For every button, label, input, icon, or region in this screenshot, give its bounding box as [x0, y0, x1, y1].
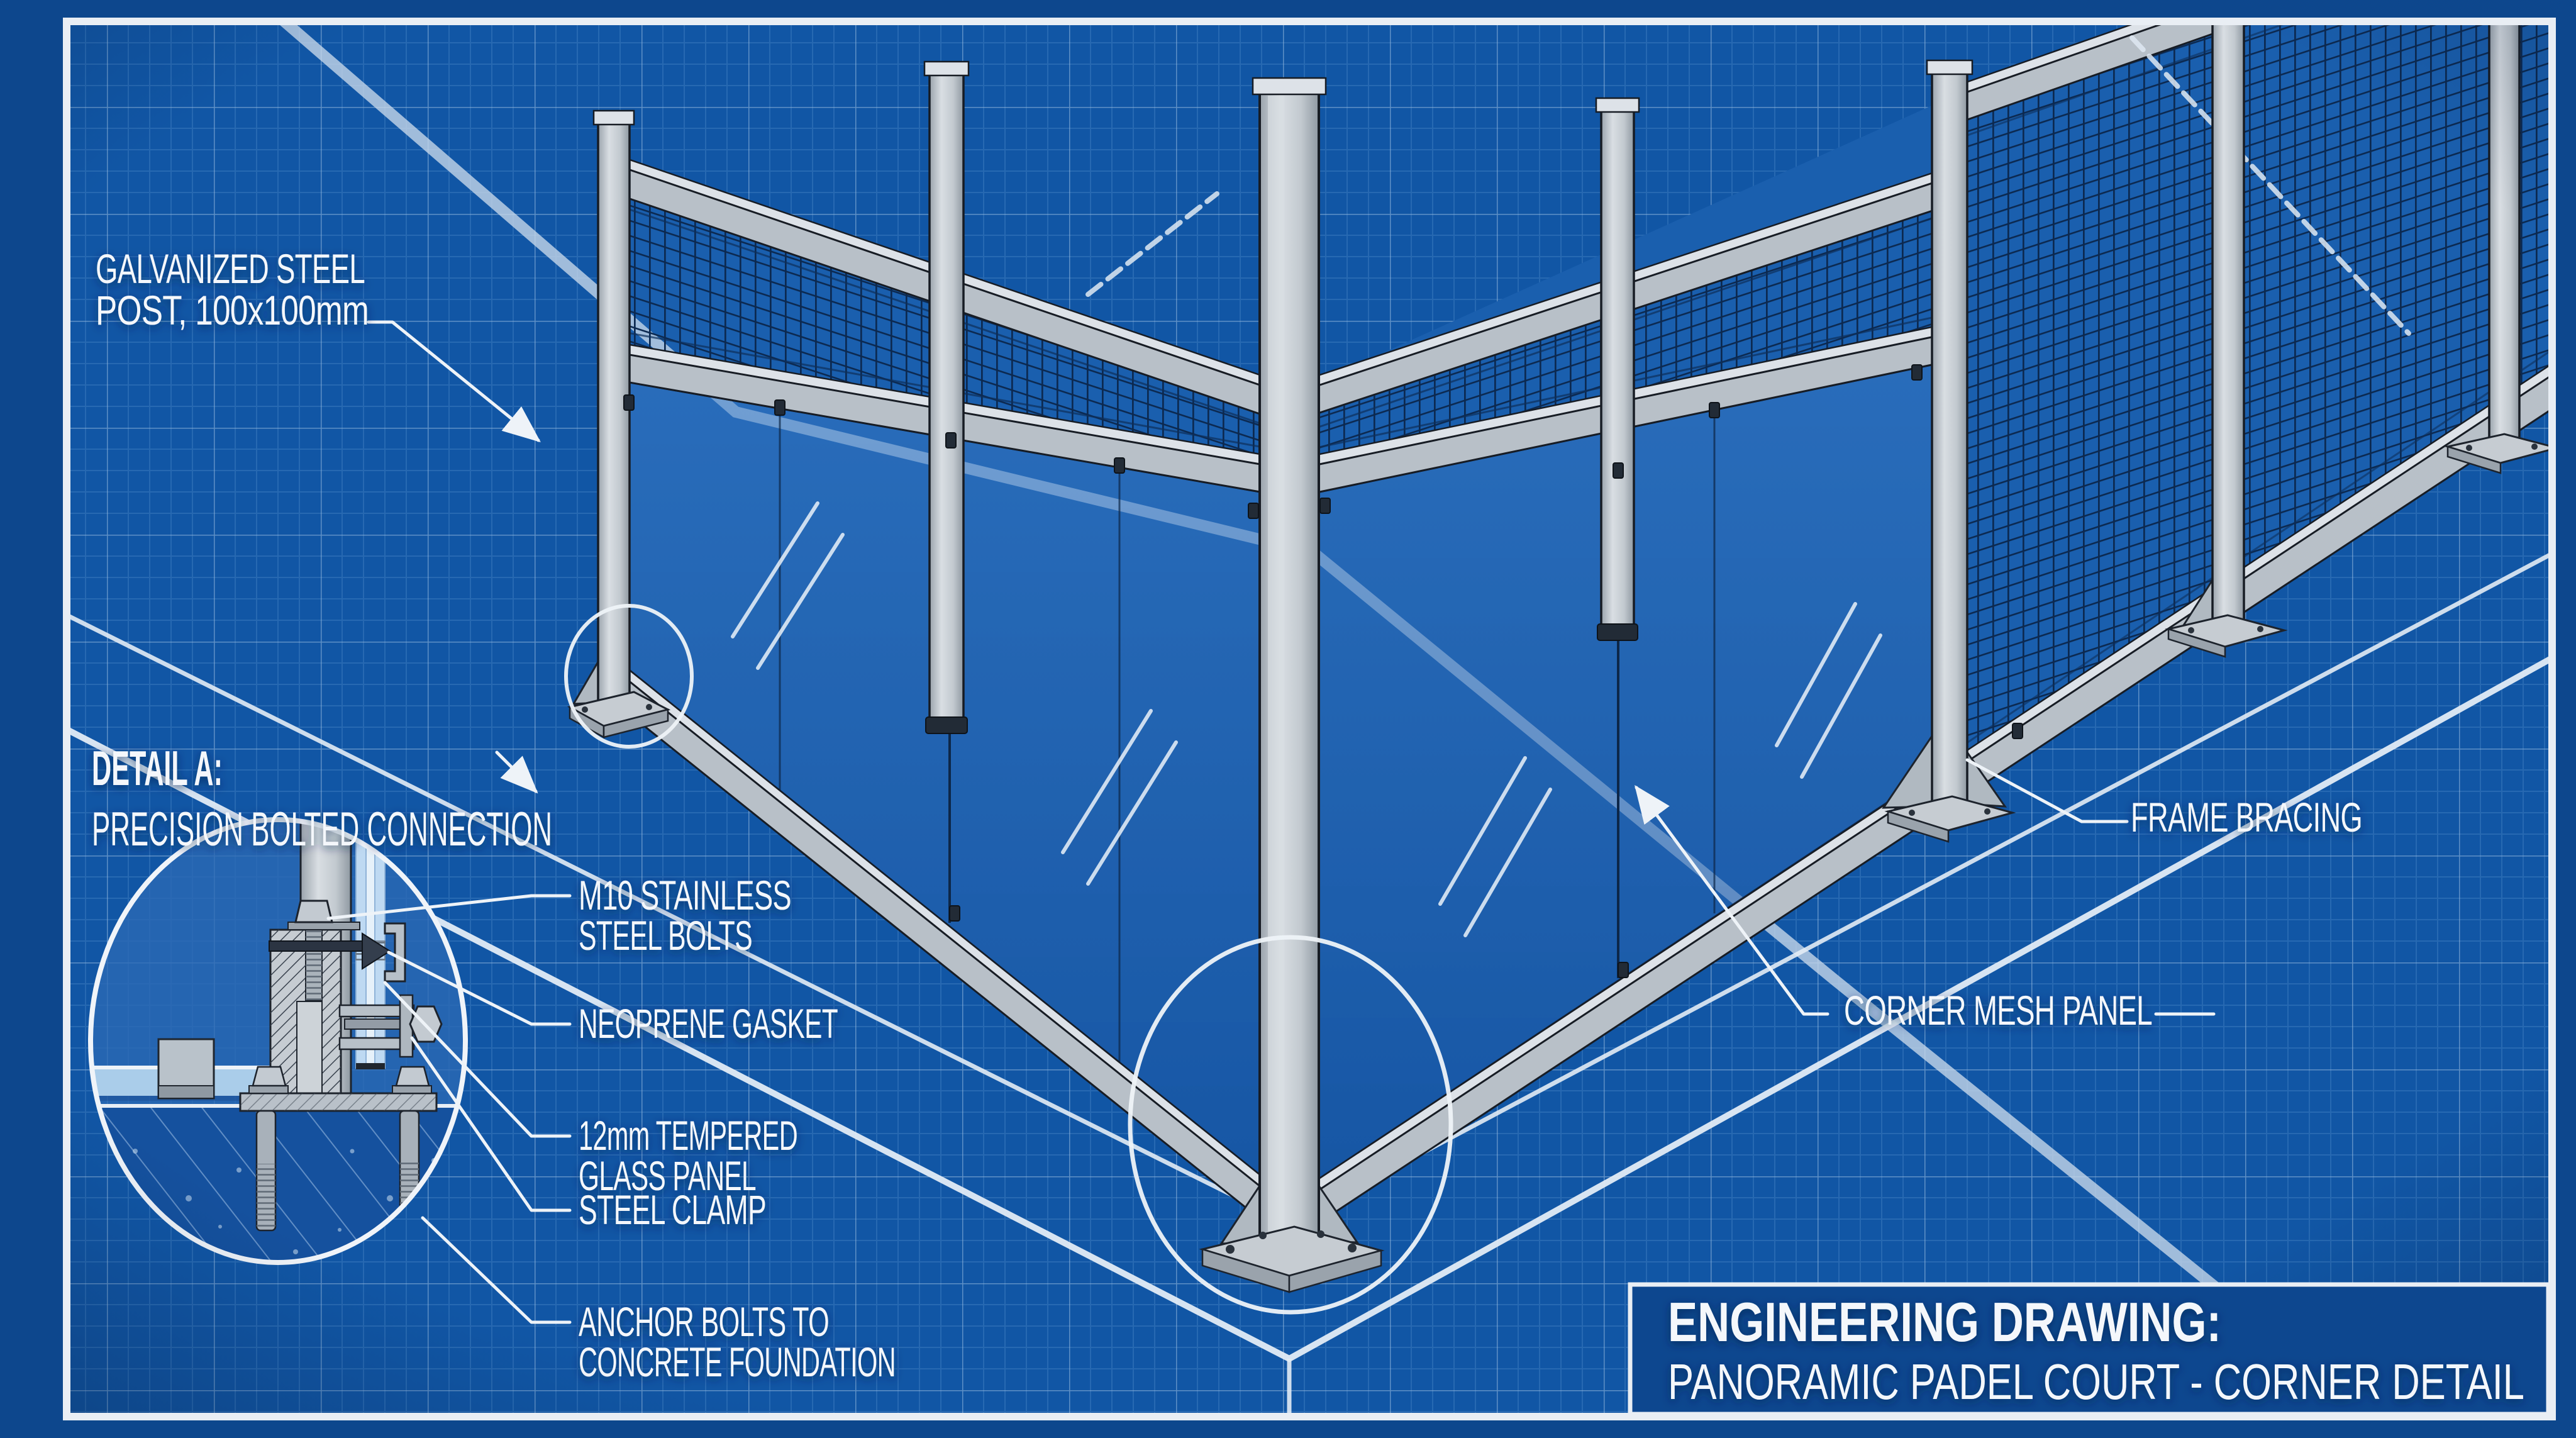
left-mid-post [923, 60, 970, 734]
label-detail-a: DETAIL A: [92, 740, 223, 796]
title-block-heading: ENGINEERING DRAWING: [1668, 1291, 2221, 1353]
label-detail-a-desc: PRECISION BOLTED CONNECTION [92, 803, 552, 856]
label-glass-1: 12mm TEMPERED [579, 1112, 797, 1159]
label-galvanized-post-1: GALVANIZED STEEL [96, 245, 365, 292]
label-corner-mesh: CORNER MESH PANEL [1844, 987, 2152, 1034]
label-neoprene: NEOPRENE GASKET [579, 1000, 838, 1047]
title-block: ENGINEERING DRAWING: PANORAMIC PADEL COU… [1628, 1282, 2551, 1417]
title-block-subtitle: PANORAMIC PADEL COURT - CORNER DETAIL [1668, 1354, 2524, 1410]
label-galvanized-post-2: POST, 100x100mm [96, 287, 369, 333]
label-frame-bracing: FRAME BRACING [2131, 794, 2362, 840]
page-border [63, 18, 2556, 1420]
label-m10-1: M10 STAINLESS [579, 872, 791, 918]
label-anchor-1: ANCHOR BOLTS TO [579, 1298, 829, 1345]
label-steel-clamp: STEEL CLAMP [579, 1186, 766, 1233]
label-m10-2: STEEL BOLTS [579, 912, 752, 959]
right-hanging-post [1595, 97, 1640, 641]
label-anchor-2: CONCRETE FOUNDATION [579, 1339, 896, 1385]
